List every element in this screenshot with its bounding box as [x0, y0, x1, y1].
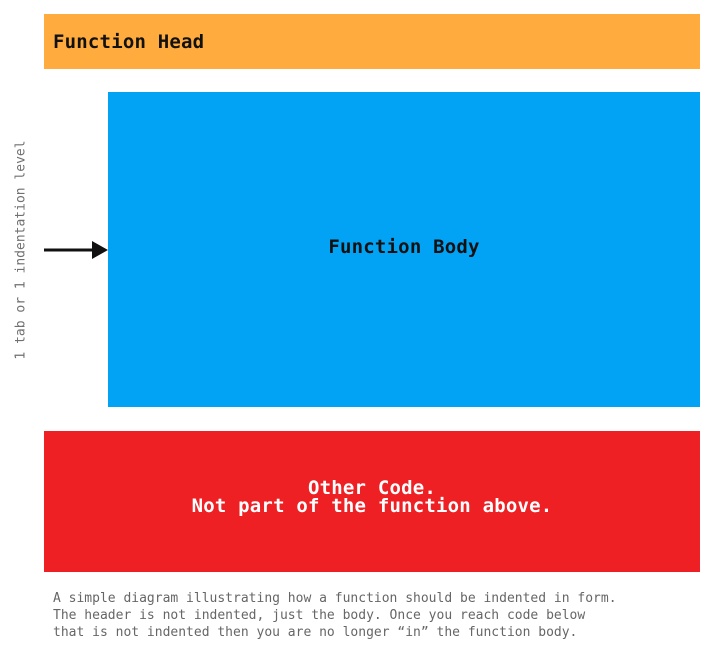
indentation-level-label: 1 tab or 1 indentation level: [13, 140, 29, 360]
function-body-label: Function Body: [328, 235, 480, 258]
function-body-block: Function Body: [108, 92, 700, 407]
diagram-caption: A simple diagram illustrating how a func…: [53, 591, 617, 640]
arrow-head: [92, 241, 108, 259]
function-head-block: Function Head: [44, 14, 700, 69]
other-code-label-line2: Not part of the function above.: [191, 494, 553, 517]
other-code-block: Other Code. Not part of the function abo…: [44, 431, 700, 572]
function-head-label: Function Head: [53, 30, 205, 53]
right-arrow-icon: [44, 241, 108, 259]
other-code-label-line1: Other Code.: [307, 476, 437, 499]
